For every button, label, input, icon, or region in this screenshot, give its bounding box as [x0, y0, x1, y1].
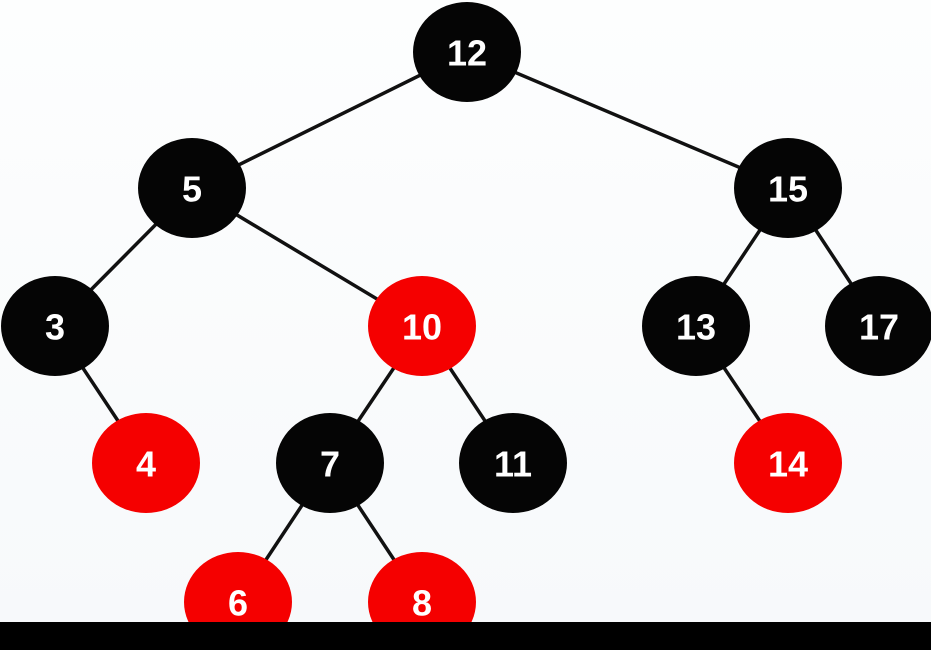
- node-label: 5: [182, 169, 202, 210]
- node-label: 13: [676, 307, 716, 348]
- node-label: 7: [320, 444, 340, 485]
- node-13: 13: [642, 276, 750, 376]
- node-17: 17: [825, 276, 931, 376]
- node-label: 17: [859, 307, 899, 348]
- node-15: 15: [734, 138, 842, 238]
- node-circle-black: [734, 138, 842, 238]
- node-label: 10: [402, 307, 442, 348]
- node-10: 10: [368, 276, 476, 376]
- node-circle-black: [138, 138, 246, 238]
- node-circle-red: [368, 552, 476, 622]
- node-circle-red: [92, 413, 200, 513]
- tree-diagram: 12 5 15 3 10 13 17 4 7 11 14 6 8: [0, 0, 931, 622]
- node-circle-black: [825, 276, 931, 376]
- node-5: 5: [138, 138, 246, 238]
- node-circle-red: [368, 276, 476, 376]
- node-12: 12: [413, 2, 521, 102]
- node-circle-black: [1, 276, 109, 376]
- edge-12-15: [465, 50, 790, 190]
- node-circle-red: [734, 413, 842, 513]
- node-circle-red: [184, 552, 292, 622]
- node-4: 4: [92, 413, 200, 513]
- node-6: 6: [184, 552, 292, 622]
- node-label: 12: [447, 33, 487, 74]
- node-circle-black: [459, 413, 567, 513]
- node-label: 4: [136, 444, 156, 485]
- node-11: 11: [459, 413, 567, 513]
- node-label: 11: [494, 444, 532, 485]
- red-black-tree: 12 5 15 3 10 13 17 4 7 11 14 6 8: [1, 2, 931, 622]
- node-label: 15: [768, 169, 808, 210]
- node-14: 14: [734, 413, 842, 513]
- node-label: 8: [412, 583, 432, 623]
- node-3: 3: [1, 276, 109, 376]
- node-label: 3: [45, 307, 65, 348]
- nodes-layer: 12 5 15 3 10 13 17 4 7 11 14 6 8: [1, 2, 931, 622]
- node-circle-black: [642, 276, 750, 376]
- node-8: 8: [368, 552, 476, 622]
- bottom-bar: [0, 622, 931, 650]
- node-circle-black: [276, 413, 384, 513]
- node-label: 14: [768, 444, 808, 485]
- node-label: 6: [228, 583, 248, 623]
- node-circle-black: [413, 2, 521, 102]
- node-7: 7: [276, 413, 384, 513]
